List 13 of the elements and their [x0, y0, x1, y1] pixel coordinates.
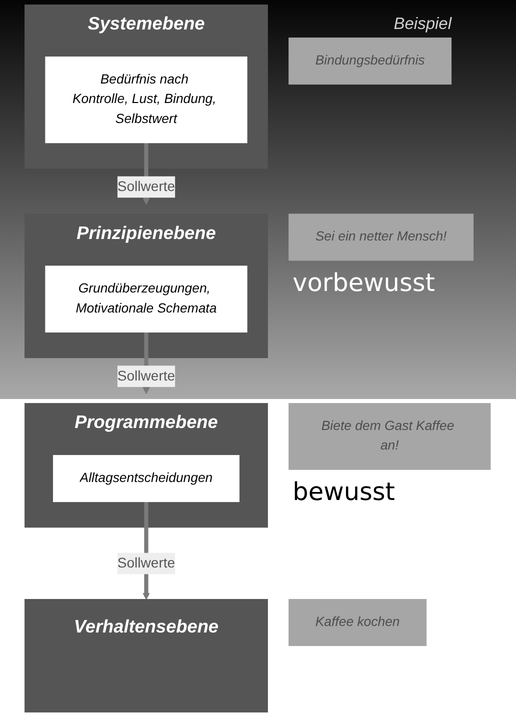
column-heading: Beispiel [394, 15, 452, 34]
node-box: Grundüberzeugungen, Motivationale Schemata [46, 266, 248, 333]
node-box: Biete dem Gast Kaffee an! [288, 403, 492, 470]
node-box: Kaffee kochen [288, 599, 427, 646]
edge-label: Sollwerte [118, 555, 176, 571]
zone-label: bewusst [292, 478, 396, 505]
zone-label: vorbewusst [292, 268, 435, 296]
node-box: Bindungsbedürfnis [288, 38, 452, 85]
node-box: Bedürfnis nach Kontrolle, Lust, Bindung, Selbstwert [46, 56, 248, 144]
node-box: Sei ein netter Mensch! [288, 214, 474, 261]
edge-label: Sollwerte [118, 178, 176, 194]
node-box: Verhaltensebene [24, 599, 268, 712]
edge-label: Sollwerte [118, 368, 176, 384]
